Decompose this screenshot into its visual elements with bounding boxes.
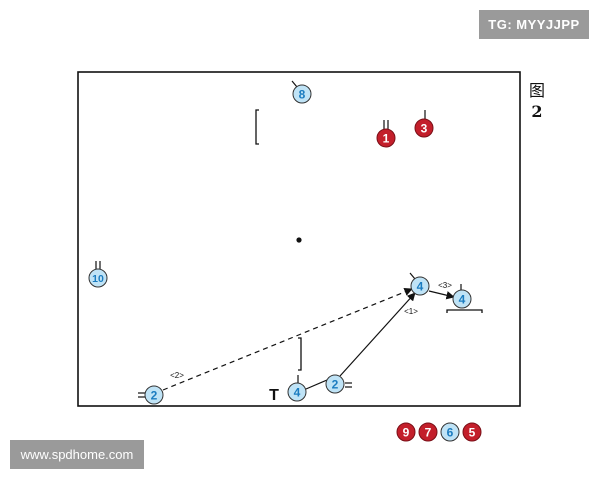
- attacker-10: 10: [88, 268, 108, 288]
- screen-mark-bottom: [298, 337, 302, 371]
- attacker-2-left: 2: [144, 385, 164, 405]
- svg-text:3: 3: [421, 122, 428, 136]
- bench-player-7: 7: [418, 422, 438, 442]
- attacker-4-top: 4: [410, 276, 430, 296]
- svg-text:7: 7: [425, 426, 432, 440]
- svg-text:6: 6: [447, 426, 454, 440]
- court-center-dot: [296, 237, 302, 243]
- screen-mark-right: [446, 309, 483, 313]
- defender-1: 1: [376, 128, 396, 148]
- bench-player-6: 6: [440, 422, 460, 442]
- screen-mark-left: [255, 109, 259, 145]
- watermark-tg: TG: MYYJJPP: [479, 10, 589, 39]
- bench-player-5: 5: [462, 422, 482, 442]
- court-boundary: [77, 71, 521, 407]
- svg-text:1: 1: [383, 132, 390, 146]
- attacker-2-bottom: 2: [325, 374, 345, 394]
- watermark-site: www.spdhome.com: [10, 440, 144, 469]
- pass-line-dashed: [162, 287, 413, 391]
- sequence-label-3: <3>: [438, 281, 452, 290]
- svg-text:5: 5: [469, 426, 476, 440]
- svg-text:4: 4: [417, 280, 424, 294]
- cut-line-3: [428, 290, 455, 300]
- svg-text:9: 9: [403, 426, 410, 440]
- svg-text:4: 4: [294, 386, 301, 400]
- svg-text:8: 8: [299, 88, 306, 102]
- defender-3: 3: [414, 118, 434, 138]
- bench-player-9: 9: [396, 422, 416, 442]
- attacker-8: 8: [292, 84, 312, 104]
- tick-p4-top: [409, 272, 416, 280]
- figure-label-number: 2: [531, 102, 543, 121]
- attacker-4-bottom: 4: [287, 382, 307, 402]
- coach-marker: T: [269, 387, 279, 404]
- svg-text:2: 2: [151, 389, 158, 403]
- tick-p8: [291, 80, 298, 88]
- figure-label-char: 图: [528, 81, 545, 100]
- svg-text:2: 2: [332, 378, 339, 392]
- cut-line-1: [339, 292, 416, 377]
- sequence-label-2: <2>: [170, 371, 184, 380]
- svg-text:10: 10: [92, 273, 104, 285]
- sequence-label-1: <1>: [404, 307, 418, 316]
- svg-text:4: 4: [459, 293, 466, 307]
- connector-line: [305, 379, 328, 390]
- attacker-4-right: 4: [452, 289, 472, 309]
